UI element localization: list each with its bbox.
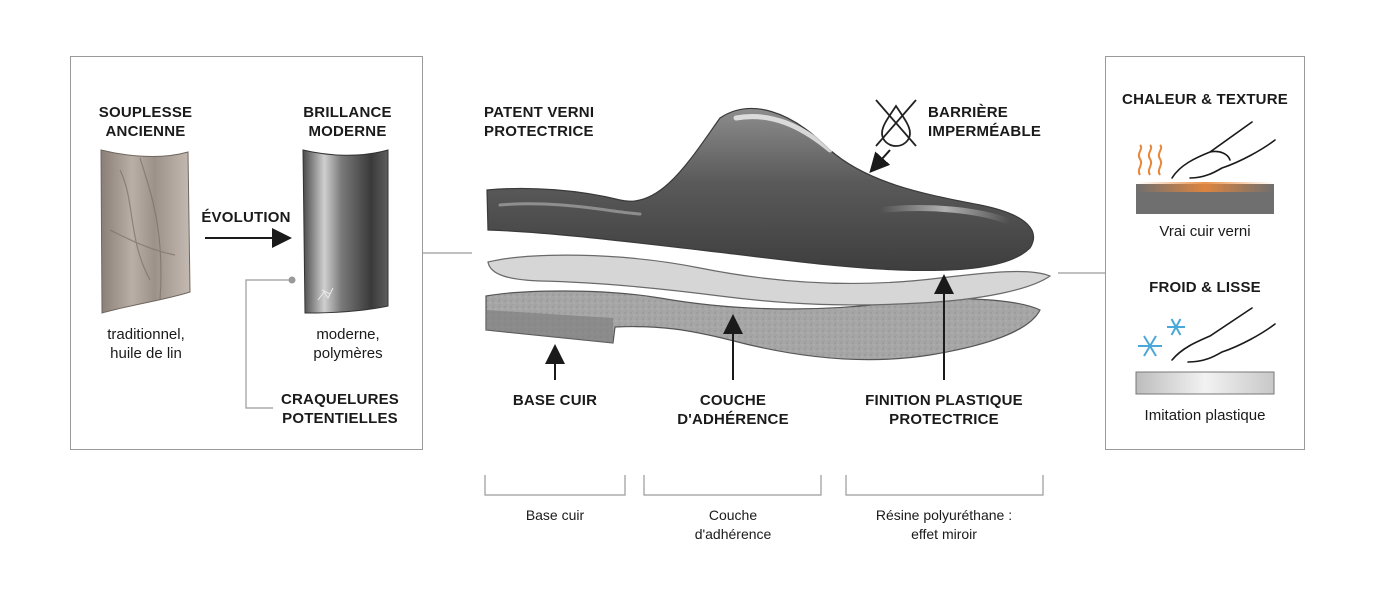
snowflake-icon bbox=[1138, 318, 1185, 357]
layer-label-finish: FINITION PLASTIQUE PROTECTRICE bbox=[865, 392, 1023, 428]
modern-leather-title: BRILLANCE MODERNE bbox=[303, 104, 392, 140]
no-water-icon bbox=[875, 99, 917, 147]
warm-title: CHALEUR & TEXTURE bbox=[1122, 91, 1288, 108]
hand-icon bbox=[1171, 121, 1276, 179]
bracket-caption-adhesion: Couche d'adhérence bbox=[694, 507, 772, 542]
barrier-label: BARRIÈRE IMPERMÉABLE bbox=[928, 104, 1042, 140]
warm-caption: Vrai cuir verni bbox=[1159, 223, 1251, 240]
touch-comparison-panel bbox=[1105, 56, 1305, 450]
patent-upper bbox=[486, 107, 1035, 272]
modern-leather-caption: moderne, polymères bbox=[313, 326, 383, 362]
old-leather-title: SOUPLESSE ANCIENNE bbox=[98, 104, 193, 140]
modern-leather-swatch bbox=[302, 149, 389, 314]
old-leather-caption: traditionnel, huile de lin bbox=[107, 326, 185, 362]
bracket-caption-resin: Résine polyuréthane : effet miroir bbox=[875, 507, 1013, 542]
leather-base-layer bbox=[485, 290, 1041, 361]
adhesion-layer bbox=[487, 254, 1052, 306]
evolution-label: ÉVOLUTION bbox=[201, 209, 291, 226]
patent-label: PATENT VERNI PROTECTRICE bbox=[484, 104, 595, 140]
cold-caption: Imitation plastique bbox=[1144, 407, 1266, 424]
crack-label: CRAQUELURES POTENTIELLES bbox=[280, 391, 400, 427]
layer-label-base: BASE CUIR bbox=[512, 392, 598, 409]
bracket-caption-base: Base cuir bbox=[525, 507, 585, 523]
heat-waves-icon bbox=[1137, 144, 1163, 176]
old-leather-swatch bbox=[100, 149, 191, 314]
layer-label-adhesion: COUCHE D'ADHÉRENCE bbox=[677, 392, 789, 428]
cold-surface bbox=[1135, 371, 1275, 395]
hand-icon bbox=[1171, 307, 1276, 363]
cold-title: FROID & LISSE bbox=[1149, 279, 1261, 296]
